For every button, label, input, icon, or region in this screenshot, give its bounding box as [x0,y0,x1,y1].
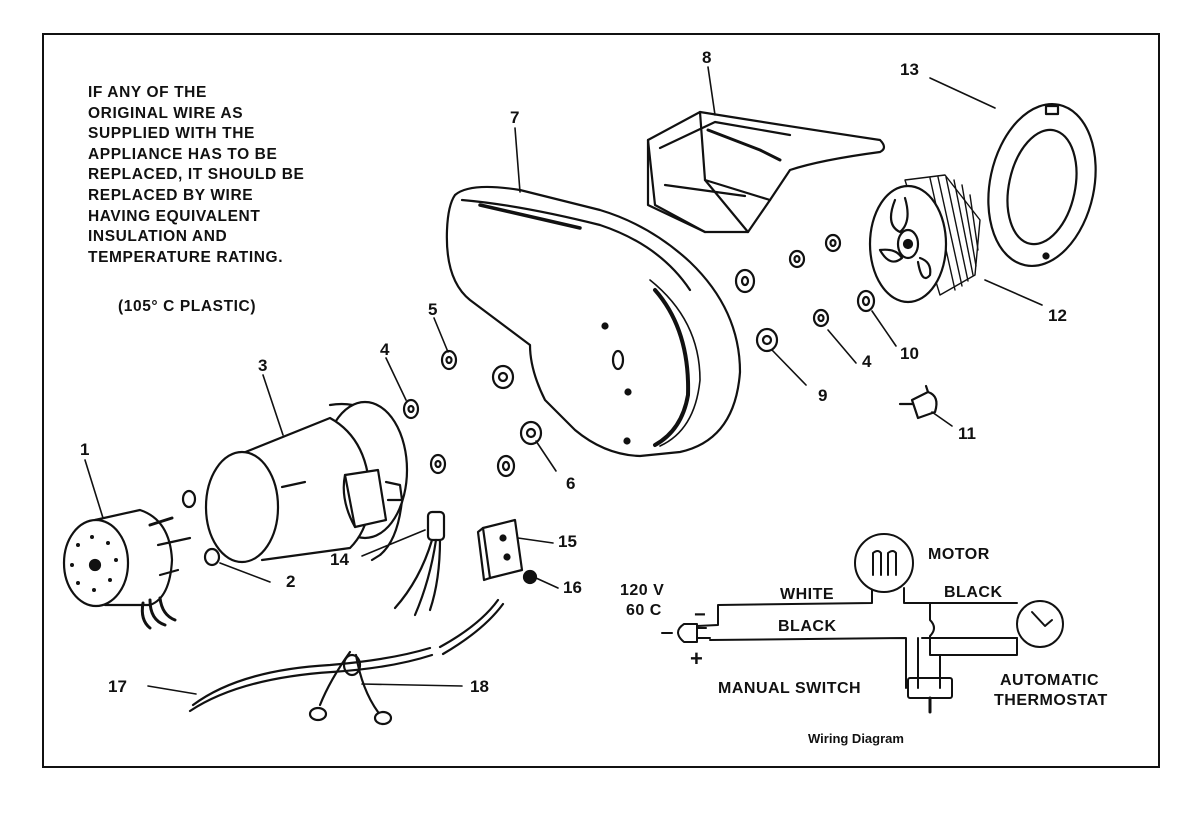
part-17-18-cord [190,600,503,724]
part-label-8: 8 [702,48,712,67]
part-label-2: 2 [286,572,296,591]
part-label-1: 1 [80,440,90,459]
part-label-18: 18 [470,677,489,696]
part-16-screw [524,571,536,583]
wiring-diagram-caption: Wiring Diagram [808,731,904,746]
manual-switch-label: MANUAL SWITCH [718,680,862,697]
note-line: HAVING EQUIVALENT [88,207,261,225]
part-14-switch [395,512,444,615]
note-line: SUPPLIED WITH THE [88,125,255,143]
wiring-diagram-lines [662,534,1063,712]
leader-lines [85,67,1042,694]
part-label-16: 16 [563,578,582,597]
part-3-motor [206,402,407,562]
thermostat-label-line1: AUTOMATIC [1000,672,1100,689]
part-label-4b: 4 [862,352,872,371]
thermostat-label-line2: THERMOSTAT [994,692,1108,709]
part-2-pins [183,491,219,565]
diagram-frame [42,33,1160,768]
note-line: APPLIANCE HAS TO BE [88,145,278,163]
part-11-terminal [900,386,936,418]
wire-replacement-note: IF ANY OF THE ORIGINAL WIRE AS SUPPLIED … [88,83,388,268]
part-1-small-motor [64,510,190,628]
hardware-nuts [404,235,874,476]
plus-sign: + [690,646,704,671]
white-wire-label: WHITE [780,586,835,603]
part-label-13: 13 [900,60,919,79]
black-wire-label-top: BLACK [944,584,1003,601]
part-label-14: 14 [330,550,349,569]
part-label-12: 12 [1048,306,1067,325]
note-line: REPLACED BY WIRE [88,186,254,204]
plastic-rating: (105° C PLASTIC) [118,298,257,315]
part-label-3: 3 [258,356,268,375]
part-13-ring [974,94,1110,276]
part-15-block [478,520,522,580]
frequency-label: 60 C [626,602,662,619]
part-label-5: 5 [428,300,438,319]
note-line: ORIGINAL WIRE AS [88,104,244,122]
part-7-blower-housing [447,187,740,456]
motor-label: MOTOR [928,546,990,563]
part-label-10: 10 [900,344,919,363]
note-line: IF ANY OF THE [88,84,207,101]
note-line: INSULATION AND [88,228,228,246]
part-label-7: 7 [510,108,520,127]
voltage-label: 120 V [620,582,665,599]
part-label-17: 17 [108,677,127,696]
minus-sign: − [694,604,707,626]
part-label-9: 9 [818,386,828,405]
part-12-blower-wheel [870,175,980,302]
black-wire-label-mid: BLACK [778,618,837,635]
part-label-4: 4 [380,340,390,359]
part-8-duct [648,112,884,232]
part-label-11: 11 [958,424,976,443]
note-line: TEMPERATURE RATING. [88,248,284,266]
note-line: REPLACED, IT SHOULD BE [88,166,305,184]
part-label-15: 15 [558,532,577,551]
part-label-6: 6 [566,474,576,493]
